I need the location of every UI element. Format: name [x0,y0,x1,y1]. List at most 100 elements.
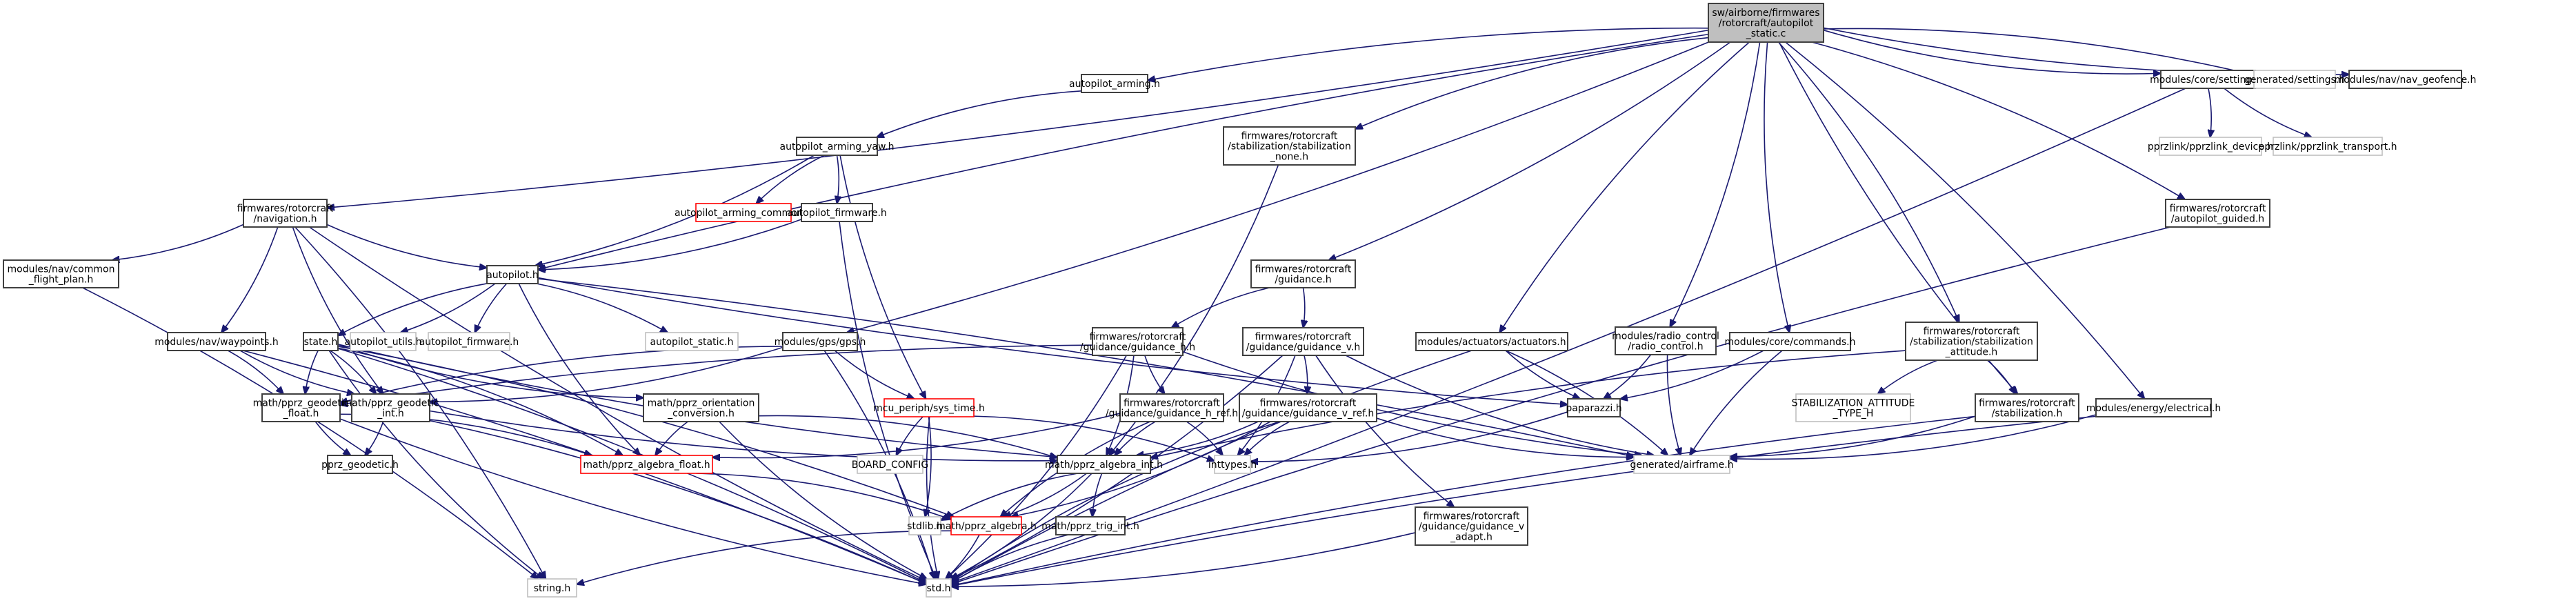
node-navigation[interactable]: firmwares/rotorcraft/navigation.h [237,199,334,228]
node-label: firmwares/rotorcraft [2170,204,2266,215]
edge-state-to-string [328,350,543,579]
node-common-flight-plan[interactable]: modules/nav/common_flight_plan.h [3,259,119,288]
node-box [908,516,941,535]
node-autopilot-arming[interactable]: autopilot_arming.h [1069,74,1160,93]
edge-autopilot_arming_yaw-to-autopilot_arming_common [756,155,825,204]
node-box [1615,326,1717,355]
node-gps[interactable]: modules/gps/gps.h [775,332,866,351]
node-label: autopilot_arming.h [1069,79,1160,90]
node-box [1242,327,1364,356]
node-box [1055,516,1126,535]
node-label: _conversion.h [667,408,735,420]
node-autopilot-firmware-b[interactable]: autopilot_firmware.h [787,203,887,222]
edge-stab_attitude-to-algebra_int [1150,350,1906,457]
edge-autopilot_guided-to-std [951,226,2171,584]
node-label: _static.c [1746,28,1786,39]
node-trig-int[interactable]: math/pprz_trig_int.h [1041,516,1139,535]
node-orientation-conv[interactable]: math/pprz_orientation_conversion.h [643,393,759,422]
node-autopilot-arming-common[interactable]: autopilot_arming_common.h [675,203,812,222]
node-label: firmwares/rotorcraft [1090,332,1186,343]
node-autopilot-static: autopilot_static.h [645,332,739,351]
node-label: firmwares/rotorcraft [1241,131,1338,142]
node-algebra-int[interactable]: math/pprz_algebra_int.h [1045,455,1163,474]
node-pprz-geodetic[interactable]: pprz_geodetic.h [321,455,399,474]
node-electrical[interactable]: modules/energy/electrical.h [2086,398,2221,417]
node-label: /navigation.h [254,214,317,225]
node-box [2253,70,2336,89]
node-label: firmwares/rotorcraft [1979,398,2075,409]
node-actuators[interactable]: modules/actuators/actuators.h [1415,332,1568,351]
node-radio-control[interactable]: modules/radio_control/radio_control.h [1612,326,1719,355]
node-gen-settings: generated/settings.h [2244,70,2345,89]
edge-geodetic_int-to-pprz_geodetic [365,421,384,455]
node-label: /guidance/guidance_v.h [1246,342,1361,353]
node-waypoints[interactable]: modules/nav/waypoints.h [154,332,279,351]
edge-algebra-to-string [577,530,952,584]
edge-settings-to-pprzlink_device [2208,88,2211,137]
node-label: string.h [534,583,571,594]
node-guidance[interactable]: firmwares/rotorcraft/guidance.h [1250,259,1356,288]
node-label: firmwares/rotorcraft [1255,332,1352,343]
node-geodetic-int[interactable]: math/pprz_geodetic_int.h [343,393,439,422]
node-guidance-v-ref[interactable]: firmwares/rotorcraft/guidance/guidance_v… [1239,393,1377,422]
node-label: generated/airframe.h [1630,460,1733,471]
node-label: firmwares/rotorcraft [1255,264,1352,275]
node-sys-time[interactable]: mcu_periph/sys_time.h [873,398,985,417]
node-algebra-float[interactable]: math/pprz_algebra_float.h [580,455,713,474]
node-pprzlink-transport: pprzlink/pprzlink_transport.h [2258,137,2397,156]
node-paparazzi[interactable]: paparazzi.h [1566,398,1622,417]
edges-layer [82,27,2349,587]
node-geodetic-float[interactable]: math/pprz_geodetic_float.h [253,393,350,422]
node-settings[interactable]: modules/core/settings.h [2150,70,2266,89]
node-label: autopilot_arming_common.h [675,208,812,219]
node-commands[interactable]: modules/core/commands.h [1724,332,1856,351]
node-box [1633,455,1730,474]
edge-autopilot-to-autopilot_static [536,283,668,333]
node-guidance-v[interactable]: firmwares/rotorcraft/guidance/guidance_v… [1242,327,1364,356]
node-label: _none.h [1270,152,1308,163]
node-guidance-v-adapt[interactable]: firmwares/rotorcraft/guidance/guidance_v… [1415,506,1528,546]
node-stab-attitude[interactable]: firmwares/rotorcraft/stabilization/stabi… [1905,322,2038,361]
edge-guidance_v-to-guidance_v_adapt [1315,355,1455,507]
node-autopilot[interactable]: autopilot.h [486,265,539,284]
node-stabilization[interactable]: firmwares/rotorcraft/stabilization.h [1975,393,2079,422]
edge-guidance_v-to-std [951,355,1284,580]
edge-navigation-to-geodetic_int [292,226,383,394]
edge-algebra_int-to-std [950,473,1092,579]
node-label: modules/energy/electrical.h [2086,403,2221,414]
edge-guidance_h_ref-to-algebra_int [1115,421,1156,455]
node-board-config: BOARD_CONFIG [852,455,928,474]
node-box [1415,332,1568,351]
node-label: math/pprz_geodetic [253,398,350,409]
node-label: autopilot.h [486,270,539,281]
node-box [486,265,539,284]
node-label: STABILIZATION_ATTITUDE [1792,398,1915,409]
node-autopilot-guided[interactable]: firmwares/rotorcraft/autopilot_guided.h [2165,199,2270,228]
node-guidance-h[interactable]: firmwares/rotorcraft/guidance/guidance_h… [1080,327,1195,356]
node-box [645,332,739,351]
node-algebra[interactable]: math/pprz_algebra.h [936,516,1037,535]
node-box [883,398,975,417]
node-autopilot-arming-yaw[interactable]: autopilot_arming_yaw.h [780,137,895,156]
node-box [857,455,923,474]
node-state[interactable]: state.h [303,332,339,351]
node-stab-none[interactable]: firmwares/rotorcraft/stabilization/stabi… [1223,126,1356,166]
node-box [1239,393,1377,422]
node-label: firmwares/rotorcraft [1924,326,2020,337]
node-nav-geofence[interactable]: modules/nav/nav_geofence.h [2335,70,2477,89]
node-box [2165,199,2270,228]
node-guidance-h-ref[interactable]: firmwares/rotorcraft/guidance/guidance_h… [1106,393,1238,422]
node-root[interactable]: sw/airborne/firmwares/rotorcraft/autopil… [1708,3,1824,43]
edge-navigation-to-common_flight_plan [112,224,244,260]
edge-navigation-to-autopilot [326,224,487,268]
node-box [1729,332,1851,351]
node-label: autopilot_arming_yaw.h [780,141,895,152]
node-label: /stabilization/stabilization [1910,337,2033,348]
edge-autopilot_arming_yaw-to-autopilot_firmware_b [837,155,839,204]
node-box [1415,506,1528,546]
node-box [303,332,339,351]
node-label: modules/nav/nav_geofence.h [2335,75,2477,86]
node-box [2348,70,2462,89]
node-box [1223,126,1356,166]
node-box [2273,137,2383,156]
